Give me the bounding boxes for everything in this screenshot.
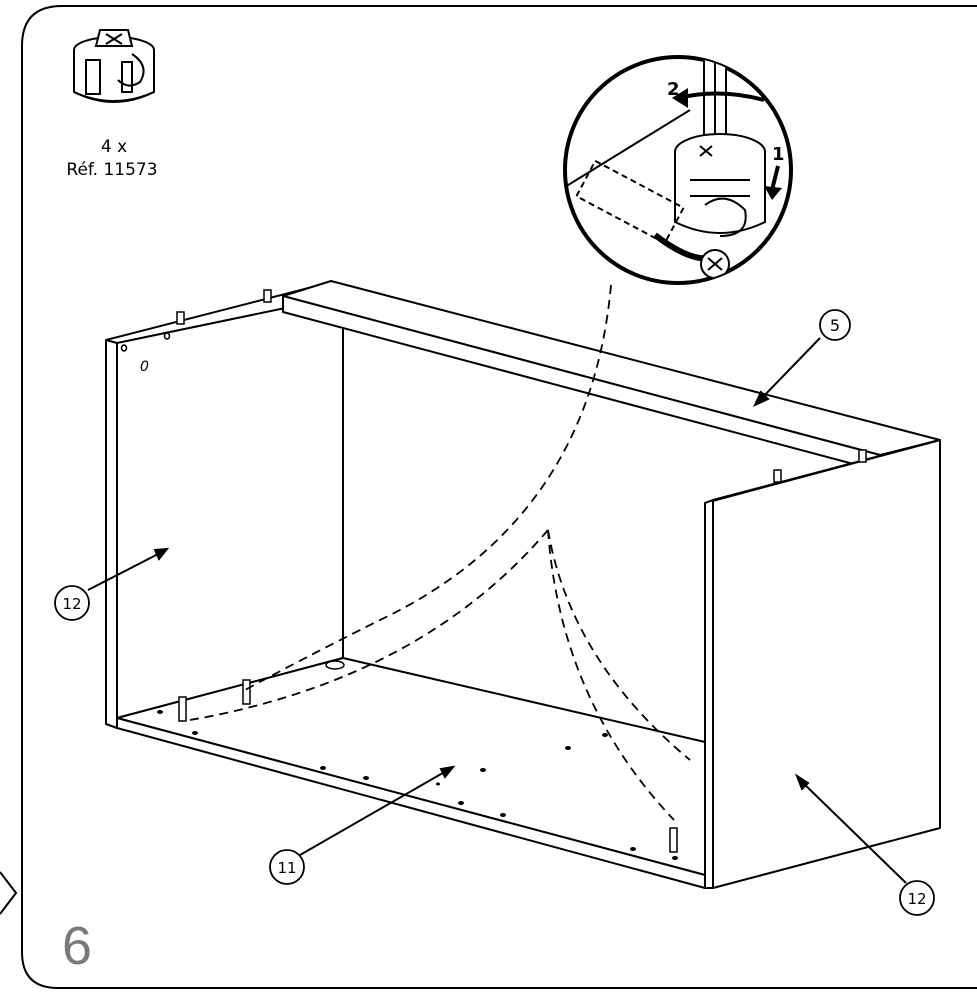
svg-text:12: 12 (907, 890, 926, 908)
cam-pins (176, 289, 867, 853)
svg-text:5: 5 (830, 316, 840, 335)
callout-bottom-panel: 11 (269, 849, 305, 885)
next-page-arrow-icon (0, 871, 18, 915)
callout-leaders (87, 337, 907, 884)
side-mark: 0 (140, 359, 149, 375)
right-side-panel (704, 439, 941, 889)
page-border (21, 5, 977, 989)
bottom-panel-holes (157, 660, 678, 860)
callout-right-side: 12 (899, 880, 935, 916)
left-side-panel (105, 339, 118, 729)
left-side-holes (120, 332, 171, 352)
step-number: 6 (62, 916, 92, 976)
cam-lock-connector-icon (73, 29, 155, 103)
cabinet (105, 280, 941, 889)
hardware-quantity: 4 x (101, 137, 127, 157)
top-panel (282, 280, 941, 456)
callout-top-panel: 5 (819, 309, 851, 341)
dashed-guide-lines (189, 284, 691, 821)
detail-step1-label: 1 (772, 144, 785, 165)
detail-inset (563, 55, 793, 285)
svg-text:11: 11 (277, 859, 296, 877)
callout-left-side: 12 (54, 585, 90, 621)
detail-step2-label: 2 (667, 79, 680, 100)
hardware-reference: Réf. 11573 (66, 160, 157, 180)
svg-text:12: 12 (62, 595, 81, 613)
